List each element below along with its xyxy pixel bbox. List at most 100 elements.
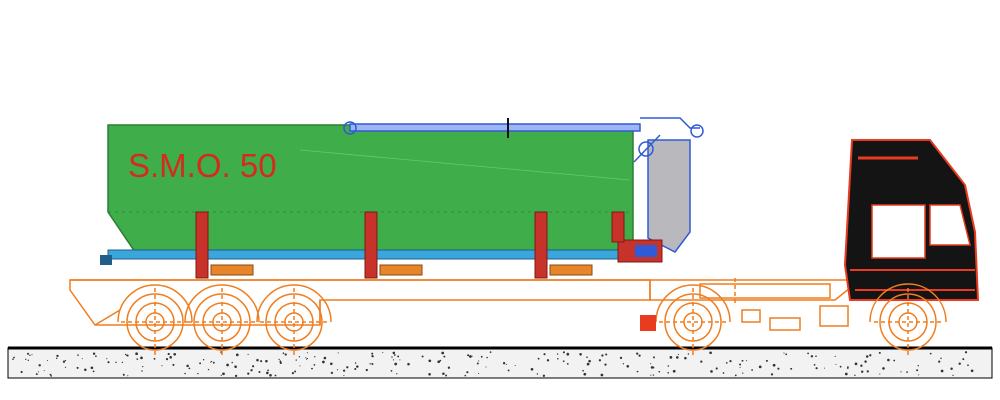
ground-speck bbox=[715, 367, 718, 370]
ground-speck bbox=[584, 372, 587, 376]
ground-speck bbox=[337, 352, 339, 354]
ground-speck bbox=[267, 369, 269, 372]
ground-speck bbox=[486, 356, 488, 359]
ground-speck bbox=[709, 351, 712, 355]
ground-speck bbox=[397, 355, 400, 358]
ground-speck bbox=[92, 370, 95, 373]
ground-speck bbox=[604, 363, 607, 366]
ground-speck bbox=[542, 374, 546, 377]
ground-speck bbox=[537, 357, 540, 360]
ground-speck bbox=[783, 352, 785, 354]
ground-speck bbox=[250, 369, 253, 372]
ground-speck bbox=[210, 361, 212, 363]
ground-speck bbox=[20, 370, 23, 374]
ground-speck bbox=[938, 360, 941, 363]
ground-speck bbox=[299, 365, 301, 367]
ground-speck bbox=[127, 375, 129, 377]
ground-speck bbox=[790, 367, 793, 370]
ground-speck bbox=[428, 373, 431, 376]
ground-speck bbox=[441, 351, 445, 355]
ground-speck bbox=[447, 366, 451, 369]
ground-speck bbox=[43, 370, 45, 372]
ground-speck bbox=[165, 358, 169, 361]
ground-speck bbox=[900, 371, 902, 373]
ground-speck bbox=[860, 364, 863, 367]
ground-speck bbox=[274, 374, 277, 377]
ground bbox=[7, 346, 993, 379]
top-auger bbox=[343, 117, 704, 138]
ground-speck bbox=[256, 358, 259, 362]
ground-speck bbox=[142, 365, 144, 368]
ground-speck bbox=[586, 356, 588, 358]
ground-speck bbox=[672, 369, 676, 373]
ground-speck bbox=[918, 374, 920, 376]
wheel-arch-2 bbox=[184, 284, 260, 323]
ground-speck bbox=[626, 364, 630, 368]
ground-speck bbox=[199, 362, 202, 365]
ground-speck bbox=[125, 354, 128, 357]
ground-speck bbox=[140, 356, 143, 360]
ground-speck bbox=[354, 367, 357, 371]
ground-speck bbox=[258, 370, 261, 374]
ground-speck bbox=[305, 357, 307, 359]
ground-speck bbox=[77, 354, 79, 356]
ground-speck bbox=[489, 351, 492, 353]
ground-speck bbox=[962, 358, 965, 361]
ground-speck bbox=[173, 352, 177, 356]
rear-bumper-line bbox=[94, 309, 121, 326]
ground-speck bbox=[396, 373, 398, 375]
support-leg-3 bbox=[534, 211, 548, 279]
ground-speck bbox=[815, 367, 818, 370]
ground-speck bbox=[967, 364, 969, 367]
ground-speck bbox=[879, 373, 881, 375]
ground-speck bbox=[813, 364, 816, 366]
ground-speck bbox=[391, 356, 393, 358]
ground-speck bbox=[854, 374, 856, 377]
ground-speck bbox=[810, 355, 814, 358]
ground-speck bbox=[122, 373, 125, 376]
ground-speck bbox=[392, 351, 396, 355]
ground-speck bbox=[265, 359, 268, 363]
ground-speck bbox=[247, 372, 250, 375]
ground-speck bbox=[636, 352, 639, 355]
trailer-wheel-4 bbox=[659, 288, 727, 356]
ground-speck bbox=[207, 368, 210, 371]
ground-speck bbox=[869, 354, 872, 357]
ground-speck bbox=[505, 363, 507, 365]
ground-speck bbox=[777, 367, 780, 370]
ground-speck bbox=[393, 354, 396, 356]
ground-speck bbox=[650, 366, 654, 369]
ground-speck bbox=[622, 363, 625, 365]
ground-speck bbox=[844, 372, 848, 376]
ground-speck bbox=[220, 374, 222, 376]
chassis-box-2 bbox=[769, 317, 801, 331]
ground-speck bbox=[407, 362, 410, 366]
ground-speck bbox=[579, 353, 582, 356]
ground-speck bbox=[323, 356, 327, 360]
ground-speck bbox=[371, 355, 374, 358]
ground-speck bbox=[893, 359, 896, 362]
ground-speck bbox=[394, 362, 398, 366]
ground-speck bbox=[306, 357, 308, 360]
ground-speck bbox=[887, 358, 890, 362]
ground-speck bbox=[546, 359, 550, 362]
ground-speck bbox=[294, 370, 297, 373]
ground-speck bbox=[12, 358, 14, 360]
ground-speck bbox=[81, 358, 83, 360]
ground-speck bbox=[260, 360, 263, 363]
ground-speck bbox=[530, 367, 534, 371]
ground-speck bbox=[37, 371, 40, 373]
ground-speck bbox=[428, 359, 432, 363]
ground-speck bbox=[169, 355, 173, 359]
ground-speck bbox=[25, 358, 27, 360]
ground-speck bbox=[76, 366, 79, 369]
lower-auger-motor bbox=[635, 245, 657, 257]
ground-speck bbox=[90, 366, 94, 370]
ground-speck bbox=[815, 355, 817, 357]
ground-speck bbox=[667, 372, 669, 374]
ground-speck bbox=[106, 358, 108, 360]
ground-speck bbox=[916, 369, 919, 372]
ground-speck bbox=[536, 373, 539, 375]
ground-speck bbox=[834, 355, 836, 357]
